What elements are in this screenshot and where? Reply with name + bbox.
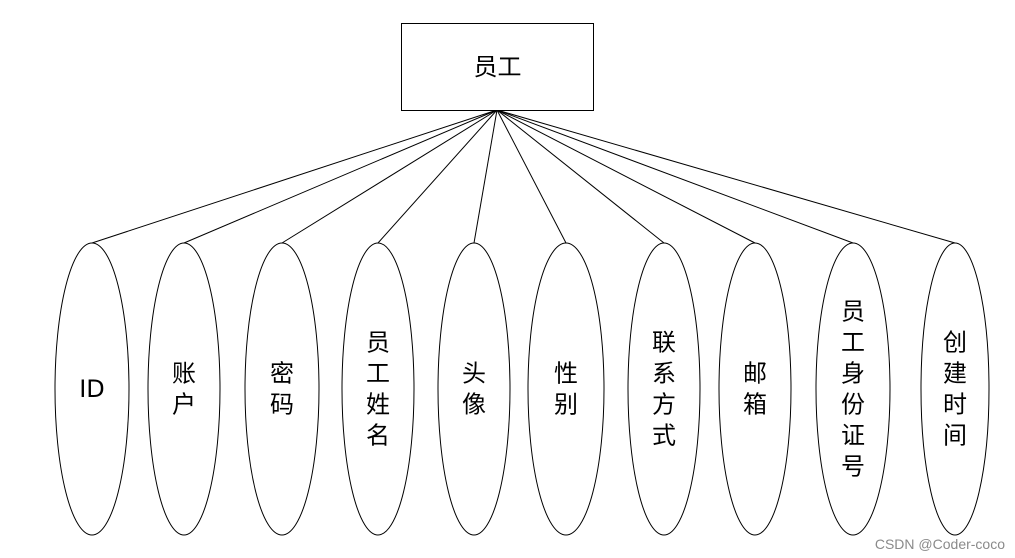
attribute-ellipses: ID 账户 密码 员工姓名 头像 性别 联系方式 邮箱 员工身份证号 创建时间 <box>54 242 990 536</box>
connector-line <box>473 109 498 244</box>
connector-line <box>496 109 665 244</box>
connector-line <box>496 109 956 244</box>
attribute-ellipse <box>527 242 605 536</box>
attribute-ellipse <box>718 242 792 536</box>
connector-line <box>496 109 854 244</box>
connector-line <box>496 109 567 244</box>
attribute-label: 联系方式 <box>652 329 676 450</box>
attribute-ellipse <box>920 242 990 536</box>
connector-line <box>496 109 756 244</box>
attribute-label: 创建时间 <box>943 329 967 450</box>
attribute-ellipse <box>341 242 415 536</box>
connector-line <box>281 109 498 244</box>
attribute-ellipse <box>244 242 320 536</box>
connector-line <box>377 109 498 244</box>
attribute-label: 邮箱 <box>743 360 767 419</box>
attribute-label: 账户 <box>172 360 196 419</box>
attribute-ellipse <box>627 242 701 536</box>
connector-lines <box>91 109 956 244</box>
attribute-label: 头像 <box>462 360 486 419</box>
entity-label: 员工 <box>474 53 522 81</box>
attribute-ellipse <box>437 242 511 536</box>
entity-box-employee <box>401 23 594 111</box>
attribute-ellipse <box>147 242 221 536</box>
attribute-label: 员工姓名 <box>366 329 390 450</box>
attribute-label: 员工身份证号 <box>841 298 865 481</box>
attribute-label: 密码 <box>270 360 294 419</box>
watermark: CSDN @Coder-coco <box>874 536 1005 552</box>
attribute-label: 性别 <box>554 360 578 419</box>
connector-line <box>91 109 498 244</box>
connector-line <box>183 109 498 244</box>
attribute-ellipse <box>54 242 130 536</box>
attribute-ellipse <box>815 242 891 536</box>
attribute-label: ID <box>79 375 105 403</box>
